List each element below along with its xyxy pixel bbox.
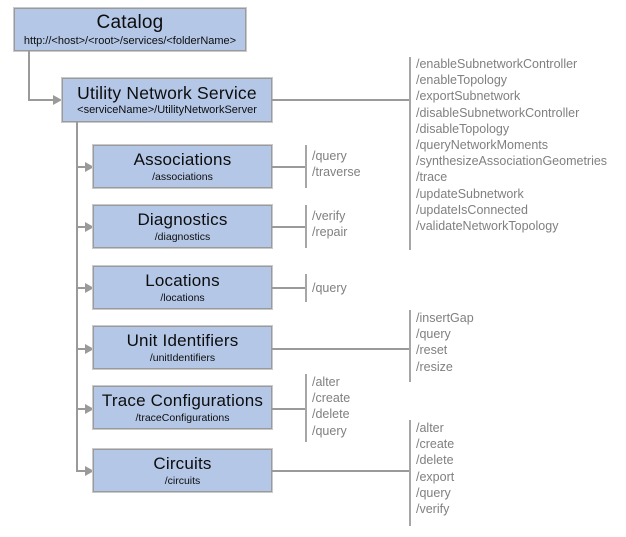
tickbar-locations-operations [305, 274, 307, 302]
node-service-title: Utility Network Service [77, 83, 257, 103]
connector-catalog-to-service-horizontal [28, 99, 54, 101]
node-associations-path: /associations [152, 170, 213, 183]
diagnostics-operation[interactable]: /repair [312, 225, 348, 240]
tickbar-associations-operations [305, 145, 307, 188]
service-operation[interactable]: /enableTopology [416, 73, 508, 88]
connector-trunk-to-associations [76, 166, 87, 168]
node-locations[interactable]: Locations /locations [93, 266, 272, 309]
circuits-operation[interactable]: /verify [416, 502, 450, 517]
service-operation[interactable]: /queryNetworkMoments [416, 138, 548, 153]
connector-service-trunk [76, 122, 78, 471]
operations-list-diagnostics: /verify/repair [312, 208, 347, 240]
connector-circuits-to-operations [272, 470, 410, 472]
connector-trunk-to-unit-identifiers [76, 348, 87, 350]
service-operation[interactable]: /enableSubnetworkController [416, 57, 578, 71]
node-circuits-title: Circuits [153, 453, 212, 473]
connector-catalog-to-service-vertical [28, 51, 30, 99]
connector-trunk-to-trace-configurations [76, 408, 87, 410]
node-utility-network-service[interactable]: Utility Network Service <serviceName>/Ut… [62, 78, 272, 122]
unit-identifiers-operation[interactable]: /query [416, 327, 451, 342]
circuits-operation[interactable]: /alter [416, 421, 444, 435]
service-operation[interactable]: /trace [416, 170, 448, 185]
service-operation[interactable]: /updateSubnetwork [416, 186, 524, 201]
node-locations-title: Locations [145, 270, 220, 290]
circuits-operation[interactable]: /create [416, 437, 455, 452]
node-locations-path: /locations [160, 291, 205, 304]
service-operation[interactable]: /disableTopology [416, 121, 510, 136]
node-unit-identifiers[interactable]: Unit Identifiers /unitIdentifiers [93, 326, 272, 369]
service-operation[interactable]: /validateNetworkTopology [416, 219, 559, 234]
node-diagnostics-path: /diagnostics [154, 230, 211, 243]
arrow-to-unit-identifiers [85, 344, 94, 354]
node-associations-title: Associations [133, 149, 232, 169]
tickbar-unit-identifiers-operations [409, 310, 411, 382]
unit-identifiers-operation[interactable]: /resize [416, 359, 453, 374]
node-catalog[interactable]: Catalog http://<host>/<root>/services/<f… [14, 8, 246, 51]
tickbar-trace-configurations-operations [305, 374, 307, 442]
trace-configurations-operation[interactable]: /create [312, 391, 351, 406]
node-circuits[interactable]: Circuits /circuits [93, 449, 272, 492]
circuits-operation[interactable]: /query [416, 485, 451, 500]
connector-service-to-operations [272, 99, 410, 101]
connector-trunk-to-locations [76, 287, 87, 289]
circuits-operation[interactable]: /delete [416, 453, 454, 468]
node-catalog-title: Catalog [96, 11, 164, 33]
unit-identifiers-operation[interactable]: /reset [416, 343, 448, 358]
connector-associations-to-operations [272, 166, 306, 168]
node-associations[interactable]: Associations /associations [93, 145, 272, 188]
node-diagnostics[interactable]: Diagnostics /diagnostics [93, 205, 272, 248]
tickbar-diagnostics-operations [305, 205, 307, 248]
node-circuits-path: /circuits [164, 474, 201, 487]
node-unit-identifiers-title: Unit Identifiers [126, 330, 239, 350]
service-operation[interactable]: /updateIsConnected [416, 202, 528, 217]
operations-list-associations: /query/traverse [312, 148, 361, 180]
arrow-to-locations [85, 283, 94, 293]
arrow-to-trace-configurations [85, 404, 94, 414]
associations-operation[interactable]: /traverse [312, 165, 361, 180]
trace-configurations-operation[interactable]: /delete [312, 407, 350, 422]
operations-list-locations: /query [312, 280, 347, 296]
connector-trunk-to-diagnostics [76, 226, 87, 228]
unit-identifiers-operation[interactable]: /insertGap [416, 311, 474, 325]
diagnostics-operation[interactable]: /verify [312, 209, 346, 223]
connector-trunk-to-circuits [76, 470, 87, 472]
node-trace-configurations-title: Trace Configurations [101, 390, 264, 410]
operations-list-service: /enableSubnetworkController/enableTopolo… [416, 56, 607, 234]
operations-list-unit-identifiers: /insertGap/query/reset/resize [416, 310, 474, 375]
node-unit-identifiers-path: /unitIdentifiers [149, 351, 216, 364]
node-diagnostics-title: Diagnostics [137, 209, 228, 229]
tickbar-circuits-operations [409, 420, 411, 526]
connector-locations-to-operations [272, 287, 306, 289]
arrow-to-associations [85, 162, 94, 172]
tickbar-service-operations [409, 57, 411, 250]
service-operation[interactable]: /disableSubnetworkController [416, 105, 580, 120]
connector-trace-configurations-to-operations [272, 408, 306, 410]
node-catalog-path: http://<host>/<root>/services/<folderNam… [23, 34, 237, 47]
trace-configurations-operation[interactable]: /alter [312, 375, 340, 389]
operations-list-circuits: /alter/create/delete/export/query/verify [416, 420, 454, 517]
locations-operation[interactable]: /query [312, 281, 347, 295]
trace-configurations-operation[interactable]: /query [312, 423, 347, 438]
arrow-to-circuits [85, 466, 94, 476]
arrow-to-diagnostics [85, 222, 94, 232]
node-trace-configurations-path: /traceConfigurations [135, 411, 230, 424]
node-trace-configurations[interactable]: Trace Configurations /traceConfiguration… [93, 386, 272, 429]
arrow-catalog-to-service [53, 95, 62, 105]
service-operation[interactable]: /exportSubnetwork [416, 89, 521, 104]
circuits-operation[interactable]: /export [416, 469, 455, 484]
service-operation[interactable]: /synthesizeAssociationGeometries [416, 154, 608, 169]
node-service-path: <serviceName>/UtilityNetworkServer [77, 104, 257, 116]
associations-operation[interactable]: /query [312, 149, 347, 163]
connector-unit-identifiers-to-operations [272, 348, 410, 350]
connector-diagnostics-to-operations [272, 226, 306, 228]
operations-list-trace-configurations: /alter/create/delete/query [312, 374, 350, 439]
